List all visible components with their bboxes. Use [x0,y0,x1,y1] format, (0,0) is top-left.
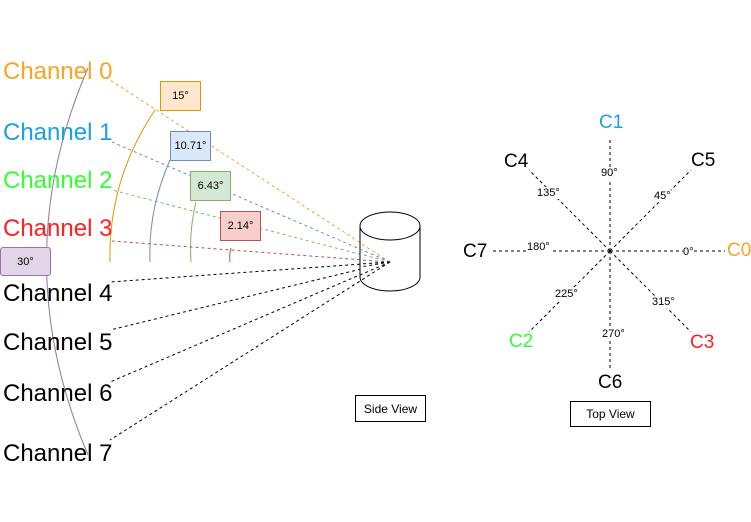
direction-c2-label: C2 [509,331,534,352]
degree-270-label: 270° [602,328,625,340]
channel-6-label: Channel 6 [3,380,113,407]
degree-315-label: 315° [652,296,675,308]
ray-315 [609,250,692,333]
direction-c1-label: C1 [599,112,624,133]
channel-5-label: Channel 5 [3,329,113,356]
beam-channel-1 [111,141,391,263]
direction-c7-label: C7 [463,241,488,262]
angle-box-15: 15° [160,81,201,111]
channel-3-label: Channel 3 [3,215,113,242]
beam-channel-5 [109,261,391,331]
beam-channel-4 [109,261,391,283]
ray-45 [609,169,692,252]
arc-channel-1 [149,159,171,263]
top-view-label: Top View [570,401,651,427]
angle-box-30: 30° [0,247,51,276]
channel-2-label: Channel 2 [3,167,113,194]
ray-135 [528,169,611,252]
channel-4-label: Channel 4 [3,280,113,307]
angle-box-2-14: 2.14° [220,211,261,241]
degree-0-label: 0° [683,246,694,258]
arc-channel-0 [109,109,156,263]
degree-90-label: 90° [601,167,618,179]
ray-225 [528,250,611,333]
direction-c3-label: C3 [690,332,715,353]
degree-180-label: 180° [527,241,550,253]
direction-c6-label: C6 [598,372,623,393]
sensor-cylinder [359,211,421,292]
beam-channel-6 [109,261,391,383]
degree-135-label: 135° [537,187,560,199]
side-view-label: Side View [355,395,426,422]
direction-c0-label: C0 [727,240,751,261]
degree-225-label: 225° [555,288,578,300]
channel-7-label: Channel 7 [3,440,113,467]
arc-channel-2 [190,201,197,263]
angle-box-6-43: 6.43° [190,171,231,201]
beam-channel-0 [109,79,391,263]
channel-0-label: Channel 0 [3,58,113,85]
angle-box-10-71: 10.71° [170,131,211,161]
top-view-star [490,138,725,370]
arc-channel-3 [229,247,232,263]
direction-c4-label: C4 [504,151,529,172]
beam-channel-7 [109,261,391,441]
beam-channel-3 [111,240,391,263]
channel-1-label: Channel 1 [3,119,113,146]
degree-45-label: 45° [654,190,671,202]
direction-c5-label: C5 [691,150,716,171]
